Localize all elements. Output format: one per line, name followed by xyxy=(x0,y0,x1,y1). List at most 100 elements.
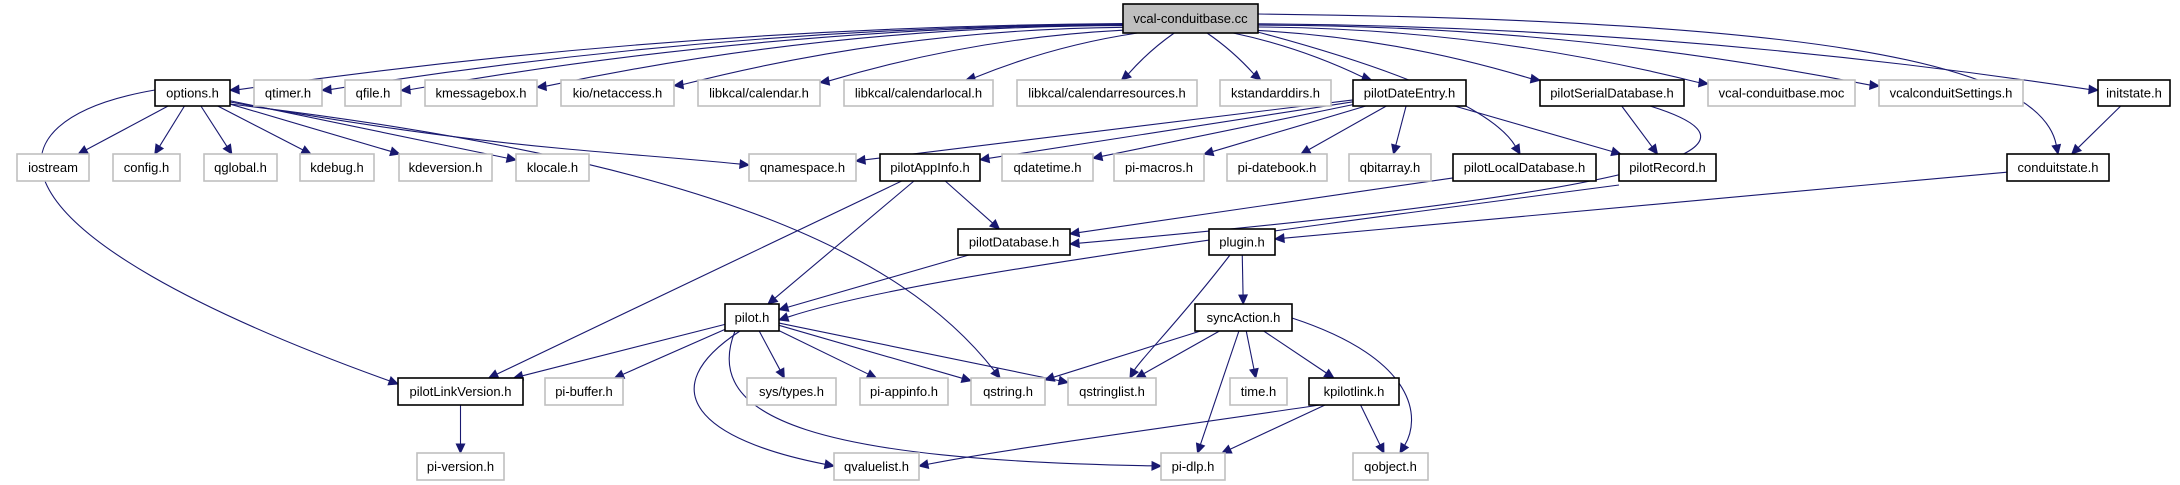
node-label: pi-datebook.h xyxy=(1238,160,1317,175)
edge-line xyxy=(409,24,1124,91)
arrowhead-icon xyxy=(1068,227,1081,238)
arrowhead-icon xyxy=(672,79,685,90)
node-label: pilotDatabase.h xyxy=(969,235,1059,250)
node-label: libkcal/calendarlocal.h xyxy=(855,86,982,101)
edge-root-to-calendarlocal xyxy=(964,32,1138,83)
node-options-h[interactable]: options.h xyxy=(154,79,231,107)
node-pilot-h[interactable]: pilot.h xyxy=(724,303,780,332)
node-iostream: iostream xyxy=(16,153,90,182)
node-box xyxy=(697,79,821,107)
node-label: syncAction.h xyxy=(1207,310,1281,325)
node-vcal-conduitbase-cc[interactable]: vcal-conduitbase.cc xyxy=(1122,3,1259,34)
node-pilotlinkversion-h[interactable]: pilotLinkVersion.h xyxy=(397,377,524,406)
node-kdeversion-h: kdeversion.h xyxy=(398,153,493,182)
node-sys-types-h: sys/types.h xyxy=(746,377,837,406)
node-syncaction-h[interactable]: syncAction.h xyxy=(1194,303,1293,332)
node-label: iostream xyxy=(28,160,78,175)
node-kio-netaccess-h: kio/netaccess.h xyxy=(560,79,675,107)
node-layer: vcal-conduitbase.cc options.h qtimer.h qfil… xyxy=(16,3,2171,481)
node-pilotdateentry-h[interactable]: pilotDateEntry.h xyxy=(1352,79,1467,107)
edge-line xyxy=(1127,32,1175,75)
edge-pilotAppInfo-to-pilot xyxy=(767,180,915,305)
arrowhead-icon xyxy=(767,294,779,305)
arrowhead-icon xyxy=(613,369,626,379)
edge-line xyxy=(229,103,995,372)
edge-line xyxy=(1257,29,1532,80)
arrowhead-icon xyxy=(399,84,411,95)
arrowhead-icon xyxy=(222,143,233,155)
node-label: qfile.h xyxy=(356,86,391,101)
node-plugin-h[interactable]: plugin.h xyxy=(1208,228,1276,256)
edge-root-to-moc xyxy=(1257,26,1710,88)
node-label: kpilotlink.h xyxy=(1324,384,1385,399)
arrowhead-icon xyxy=(1299,144,1312,155)
edge-pilot-to-piappinfo xyxy=(778,330,878,379)
edge-root-to-calendarresources xyxy=(1120,32,1175,81)
arrowhead-icon xyxy=(988,218,1001,230)
edge-root-to-conduitstate xyxy=(1257,13,2062,156)
node-pilotdatabase-h[interactable]: pilotDatabase.h xyxy=(957,228,1071,256)
node-pilotrecord-h[interactable]: pilotRecord.h xyxy=(1618,153,1717,182)
arrowhead-icon xyxy=(389,146,401,157)
arrowhead-icon xyxy=(1697,77,1710,88)
node-pi-version-h: pi-version.h xyxy=(416,452,505,481)
edge-pilotAppInfo-to-pilotLinkVersion xyxy=(487,180,902,379)
node-kpilotlink-h[interactable]: kpilotlink.h xyxy=(1308,377,1400,406)
edge-line xyxy=(40,89,390,382)
node-box xyxy=(1878,79,2024,107)
node-box xyxy=(879,153,981,182)
edge-pilot-to-pibuffer xyxy=(613,328,726,379)
edge-line xyxy=(1241,254,1244,296)
node-label: qbitarray.h xyxy=(1360,160,1420,175)
arrowhead-icon xyxy=(1529,73,1542,84)
node-libkcal-calendarlocal-h: libkcal/calendarlocal.h xyxy=(843,79,994,107)
node-box xyxy=(2006,153,2110,182)
node-box xyxy=(1308,377,1400,406)
edge-options-to-qglobal xyxy=(200,105,233,155)
node-box xyxy=(1160,452,1226,481)
node-label: pilotRecord.h xyxy=(1629,160,1706,175)
edge-root-to-qtimer xyxy=(320,23,1124,95)
edge-line xyxy=(159,105,185,147)
node-pilotserialdatabase-h[interactable]: pilotSerialDatabase.h xyxy=(1539,79,1685,107)
edge-root-to-initstate xyxy=(1257,23,2100,95)
node-qglobal-h: qglobal.h xyxy=(203,153,278,182)
edge-syncAction-to-qobject xyxy=(1291,317,1413,455)
node-box xyxy=(397,377,524,406)
edge-line xyxy=(1133,254,1231,371)
node-label: pi-appinfo.h xyxy=(870,384,938,399)
node-pi-datebook-h: pi-datebook.h xyxy=(1226,153,1328,182)
edge-syncAction-to-qstring xyxy=(1043,330,1201,382)
edge-root-to-kstandarddirs xyxy=(1206,32,1262,81)
node-box xyxy=(253,79,323,107)
node-label: pi-dlp.h xyxy=(1172,459,1215,474)
edge-pilotLocalDatabase-to-pilotDatabase xyxy=(1068,177,1454,238)
edge-line xyxy=(330,23,1124,90)
arrowhead-icon xyxy=(1043,372,1056,382)
arrowhead-icon xyxy=(854,154,867,165)
node-qtimer-h: qtimer.h xyxy=(253,79,323,107)
edge-line xyxy=(522,323,726,377)
arrowhead-icon xyxy=(1202,146,1215,157)
node-qbitarray-h: qbitarray.h xyxy=(1348,153,1432,182)
arrowhead-icon xyxy=(978,153,991,164)
node-label: vcal-conduitbase.cc xyxy=(1133,11,1248,26)
arrowhead-icon xyxy=(1129,367,1139,380)
node-pilotappinfo-h[interactable]: pilotAppInfo.h xyxy=(879,153,981,182)
node-box xyxy=(748,153,857,182)
node-pi-macros-h: pi-macros.h xyxy=(1113,153,1205,182)
node-box xyxy=(1618,153,1717,182)
edge-options-to-kdeversion xyxy=(229,103,401,157)
node-label: pi-version.h xyxy=(427,459,494,474)
node-conduitstate-h[interactable]: conduitstate.h xyxy=(2006,153,2110,182)
node-pilotlocaldatabase-h[interactable]: pilotLocalDatabase.h xyxy=(1452,153,1597,182)
arrowhead-icon xyxy=(154,143,165,156)
node-initstate-h[interactable]: initstate.h xyxy=(2097,79,2171,107)
edge-line xyxy=(787,184,1620,318)
node-qstringlist-h: qstringlist.h xyxy=(1067,377,1157,406)
node-pi-appinfo-h: pi-appinfo.h xyxy=(859,377,949,406)
edge-line xyxy=(1360,404,1381,446)
edge-options-to-pilotLinkVersion xyxy=(40,89,400,386)
arrowhead-icon xyxy=(1323,368,1335,379)
node-label: pi-macros.h xyxy=(1125,160,1193,175)
